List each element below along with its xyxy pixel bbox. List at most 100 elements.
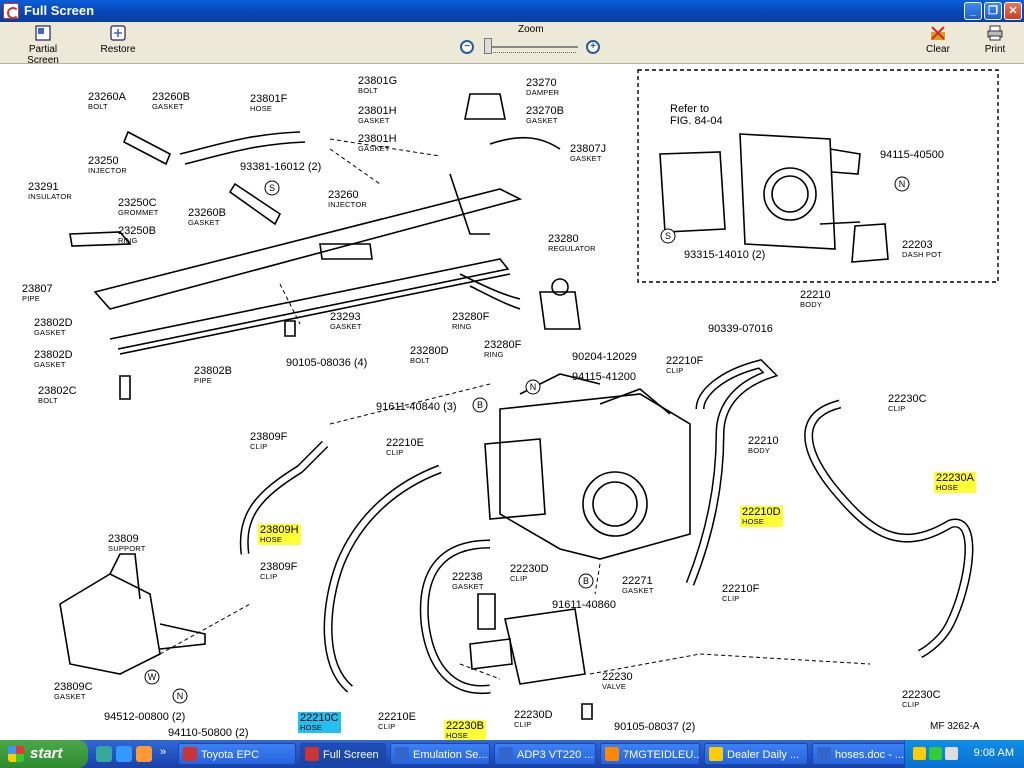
print-button[interactable]: Print xyxy=(980,24,1010,55)
part-label[interactable]: 94115-41200 xyxy=(572,372,636,383)
part-label[interactable]: 90204-12029 xyxy=(572,352,637,363)
zoom-slider-track[interactable] xyxy=(488,46,578,48)
zoom-out-icon[interactable]: − xyxy=(460,40,474,54)
close-button[interactable]: ✕ xyxy=(1004,2,1022,20)
minimize-button[interactable]: _ xyxy=(964,2,982,20)
part-label[interactable]: 94110-50800 (2) xyxy=(168,728,249,739)
more-icon[interactable]: » xyxy=(160,746,167,758)
symbol-w: W xyxy=(148,672,157,682)
part-label[interactable]: 91611-40840 (3) xyxy=(376,402,457,413)
ie-icon[interactable] xyxy=(116,746,132,762)
part-label[interactable]: 91611-40860 xyxy=(552,600,616,611)
tray-icon[interactable] xyxy=(945,747,958,760)
taskbar-button[interactable]: 7MGTEIDLEU... xyxy=(600,743,700,765)
part-name: DASH POT xyxy=(902,250,942,259)
taskbar-button[interactable]: Emulation Se... xyxy=(390,743,490,765)
part-number: 23280 xyxy=(548,233,579,245)
taskbar-button[interactable]: ADP3 VT220 ... xyxy=(494,743,596,765)
part-name: CLIP xyxy=(722,594,740,603)
taskbar-button[interactable]: Dealer Daily ... xyxy=(704,743,808,765)
quick-launch-icon[interactable] xyxy=(136,746,152,762)
clear-label: Clear xyxy=(926,44,950,55)
part-label[interactable]: Refer to xyxy=(670,104,709,115)
app-icon xyxy=(817,747,831,761)
part-number: 23260A xyxy=(88,91,126,103)
taskbar-button[interactable]: hoses.doc - ... xyxy=(812,743,912,765)
part-label[interactable]: 93315-14010 (2) xyxy=(684,250,765,261)
restore-button[interactable]: Restore xyxy=(96,24,140,55)
tray-icon[interactable] xyxy=(913,747,926,760)
maximize-button[interactable]: ❐ xyxy=(984,2,1002,20)
taskbar-button[interactable]: Toyota EPC xyxy=(178,743,296,765)
clear-button[interactable]: Clear xyxy=(922,24,954,55)
quick-launch-icon[interactable] xyxy=(96,746,112,762)
zoom-in-icon[interactable]: + xyxy=(586,40,600,54)
zoom-slider-thumb[interactable] xyxy=(484,38,492,54)
partial-screen-button[interactable]: Partial Screen xyxy=(12,24,74,66)
diagram-code: MF 3262-A xyxy=(930,721,980,732)
part-label[interactable]: 90105-08037 (2) xyxy=(614,722,695,733)
part-name: BODY xyxy=(748,446,771,455)
part-label[interactable]: 94512-00800 (2) xyxy=(104,712,185,723)
part-number: 23801F xyxy=(250,93,288,105)
start-button[interactable]: start xyxy=(0,740,88,768)
part-label[interactable]: 93381-16012 (2) xyxy=(240,162,321,173)
part-label[interactable]: 94115-40500 xyxy=(880,150,944,161)
part-label[interactable]: FIG. 84-04 xyxy=(670,116,723,127)
window-title-bar: Full Screen _ ❐ ✕ xyxy=(0,0,1024,22)
taskbar-button[interactable]: Full Screen xyxy=(300,743,386,765)
part-label[interactable]: 90339-07016 xyxy=(708,324,773,335)
part-label[interactable]: 90105-08036 (4) xyxy=(286,358,367,369)
tray-icon[interactable] xyxy=(929,747,942,760)
